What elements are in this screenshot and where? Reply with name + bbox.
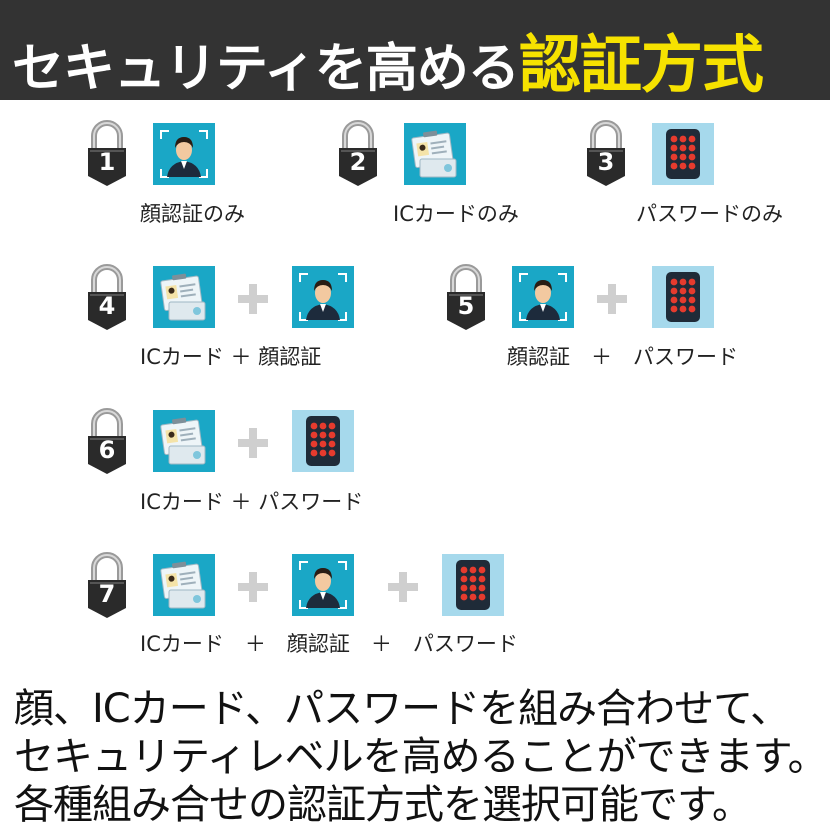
method-number: 1 <box>98 148 116 176</box>
title-main: セキュリティを高める <box>12 39 520 99</box>
plus-icon <box>388 572 418 602</box>
plus-icon <box>238 572 268 602</box>
method-label: 顔認証のみ <box>140 202 245 226</box>
method-number: 6 <box>98 436 116 464</box>
method-label: ICカード ＋ 顔認証 <box>140 345 322 369</box>
description: 顔、ICカード、パスワードを組み合わせて、 セキュリティレベルを高めることができ… <box>14 685 828 829</box>
keypad-icon <box>652 266 714 328</box>
method-number: 4 <box>98 292 116 320</box>
keypad-icon <box>442 554 504 616</box>
face-recognition-icon <box>292 554 354 616</box>
method-label: ICカード ＋ パスワード <box>140 490 364 514</box>
title-highlight: 認証方式 <box>518 28 764 101</box>
id-card-icon <box>153 554 215 616</box>
header-bar: セキュリティを高める認証方式 <box>0 0 830 101</box>
face-recognition-icon <box>512 266 574 328</box>
page-title: セキュリティを高める認証方式 <box>12 14 764 104</box>
plus-icon <box>238 428 268 458</box>
method-label: パスワードのみ <box>636 202 783 226</box>
description-line-2: セキュリティレベルを高めることができます。 <box>14 734 828 780</box>
method-label: 顔認証 ＋ パスワード <box>507 345 738 369</box>
keypad-icon <box>292 410 354 472</box>
id-card-icon <box>404 123 466 185</box>
face-recognition-icon <box>292 266 354 328</box>
method-number: 2 <box>349 148 367 176</box>
face-recognition-icon <box>153 123 215 185</box>
method-label: ICカード ＋ 顔認証 ＋ パスワード <box>140 632 518 656</box>
id-card-icon <box>153 266 215 328</box>
description-line-3: 各種組み合せの認証方式を選択可能です。 <box>14 782 752 828</box>
method-label: ICカードのみ <box>393 202 519 226</box>
method-number: 5 <box>457 292 475 320</box>
keypad-icon <box>652 123 714 185</box>
method-number: 7 <box>98 580 116 608</box>
method-number: 3 <box>597 148 615 176</box>
id-card-icon <box>153 410 215 472</box>
plus-icon <box>238 284 268 314</box>
description-line-1: 顔、ICカード、パスワードを組み合わせて、 <box>14 686 790 732</box>
plus-icon <box>597 284 627 314</box>
